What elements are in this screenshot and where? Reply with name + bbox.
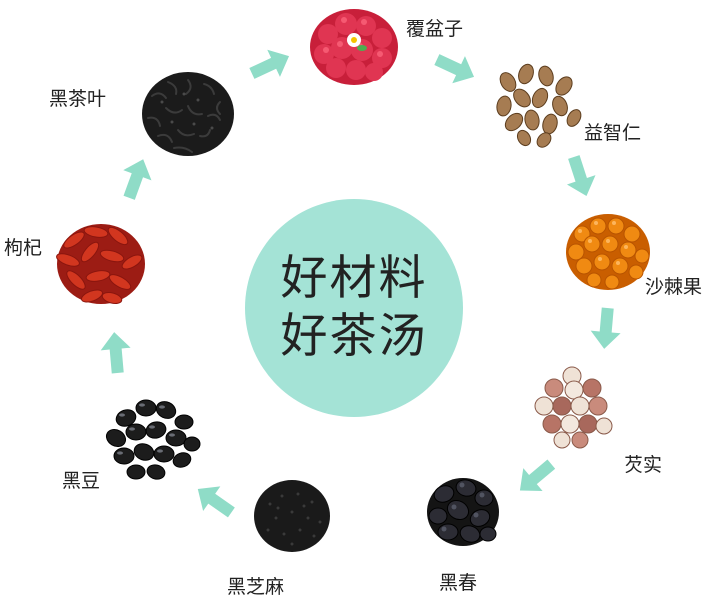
ingredient-label: 覆盆子	[406, 18, 464, 40]
arrow-icon	[100, 332, 131, 374]
black-tea-leaves-icon	[142, 72, 234, 156]
ingredient-label: 黑豆	[62, 470, 101, 492]
ingredient-label: 黑春	[439, 572, 478, 594]
raspberry-pile-icon	[310, 9, 398, 85]
ingredient-label: 沙棘果	[645, 276, 703, 298]
center-title-line1: 好材料	[280, 251, 428, 306]
bitter-cardamom-seeds-icon	[496, 63, 582, 148]
ingredient-label: 益智仁	[584, 122, 642, 144]
arrow-icon	[566, 155, 596, 196]
ingredient-label: 枸杞	[4, 237, 43, 259]
ingredient-label: 芡实	[624, 454, 663, 476]
arrow-icon	[519, 459, 556, 492]
arrow-icon	[123, 159, 152, 200]
arrow-icon	[434, 54, 475, 84]
gorgon-fruit-seeds-icon	[534, 366, 613, 449]
ingredient-label: 黑茶叶	[49, 88, 107, 110]
center-title-line2: 好茶汤	[280, 309, 428, 364]
arrow-icon	[249, 49, 290, 79]
arrow-icon	[590, 307, 621, 349]
center-circle: 好材料 好茶汤	[245, 199, 463, 417]
black-fruit-pile-icon	[427, 478, 499, 546]
black-beans-pile-icon	[105, 399, 201, 480]
ingredient-label: 黑芝麻	[227, 576, 285, 598]
black-sesame-pile-icon	[254, 480, 330, 552]
goji-berries-pile-icon	[56, 224, 145, 304]
sea-buckthorn-berries-icon	[566, 214, 650, 290]
arrow-icon	[197, 486, 235, 518]
